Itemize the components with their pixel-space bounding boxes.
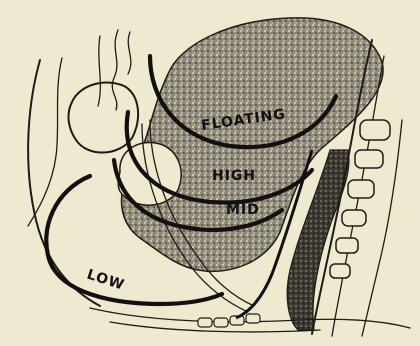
vertebra-6 — [330, 264, 350, 278]
vertebra-3 — [348, 180, 374, 198]
low-label: LOW — [85, 267, 127, 294]
coccyx-segment-2 — [214, 318, 228, 327]
high-label: HIGH — [212, 168, 256, 184]
coccyx-segment-4 — [246, 314, 260, 323]
wavy-tissue-line-2 — [128, 32, 131, 74]
mid-label: MID — [226, 202, 260, 218]
vertebra-4 — [342, 210, 366, 226]
vertebra-1 — [360, 120, 390, 140]
vertebra-2 — [355, 150, 383, 168]
coccyx-segment-1 — [198, 318, 212, 327]
vertebra-5 — [336, 238, 358, 253]
coccyx — [198, 314, 260, 327]
